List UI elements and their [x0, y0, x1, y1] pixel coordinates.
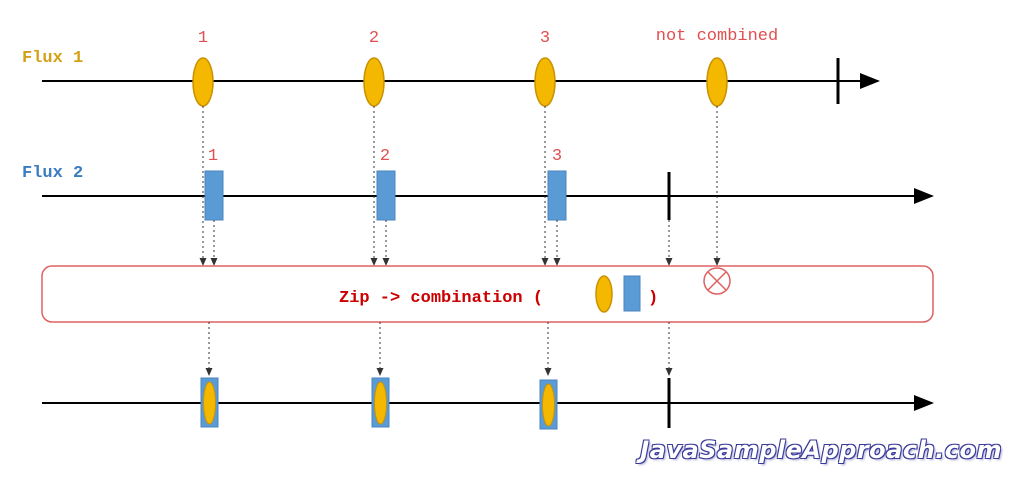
- flux1-label: Flux 1: [22, 49, 83, 68]
- zip-operator-text: Zip -> combination (: [339, 289, 543, 308]
- flux1-element-4: [706, 57, 728, 107]
- flux1-connectors: [199, 106, 721, 266]
- flux2-connectors: [210, 220, 673, 266]
- watermark-logo: JavaSampleApproach.com: [640, 436, 1002, 464]
- flux2-element-3: [547, 170, 567, 221]
- flux2-label: Flux 2: [22, 164, 83, 183]
- flux1-element-label-2: 2: [369, 29, 379, 48]
- operator-flux2-symbol: [623, 275, 641, 312]
- result-element-2: [371, 377, 390, 428]
- flux2-element-1: [204, 170, 224, 221]
- flux1-element-label-1: 1: [198, 29, 208, 48]
- flux1-element-label-3: 3: [540, 29, 550, 48]
- flux1-element-1: [192, 57, 214, 107]
- flux2-element-2: [376, 170, 396, 221]
- zip-operator-close: ): [648, 289, 658, 308]
- flux1-element-3: [534, 57, 556, 107]
- cancel-icon: [703, 267, 731, 295]
- flux2-element-label-2: 2: [380, 147, 390, 166]
- flux2-element-label-1: 1: [208, 147, 218, 166]
- result-connectors: [205, 322, 673, 376]
- flux1-element-2: [363, 57, 385, 107]
- result-element-3: [539, 379, 558, 430]
- flux2-element-label-3: 3: [552, 147, 562, 166]
- operator-flux1-symbol: [595, 275, 613, 313]
- result-element-1: [200, 377, 219, 428]
- flux1-element-label-4: not combined: [656, 27, 778, 46]
